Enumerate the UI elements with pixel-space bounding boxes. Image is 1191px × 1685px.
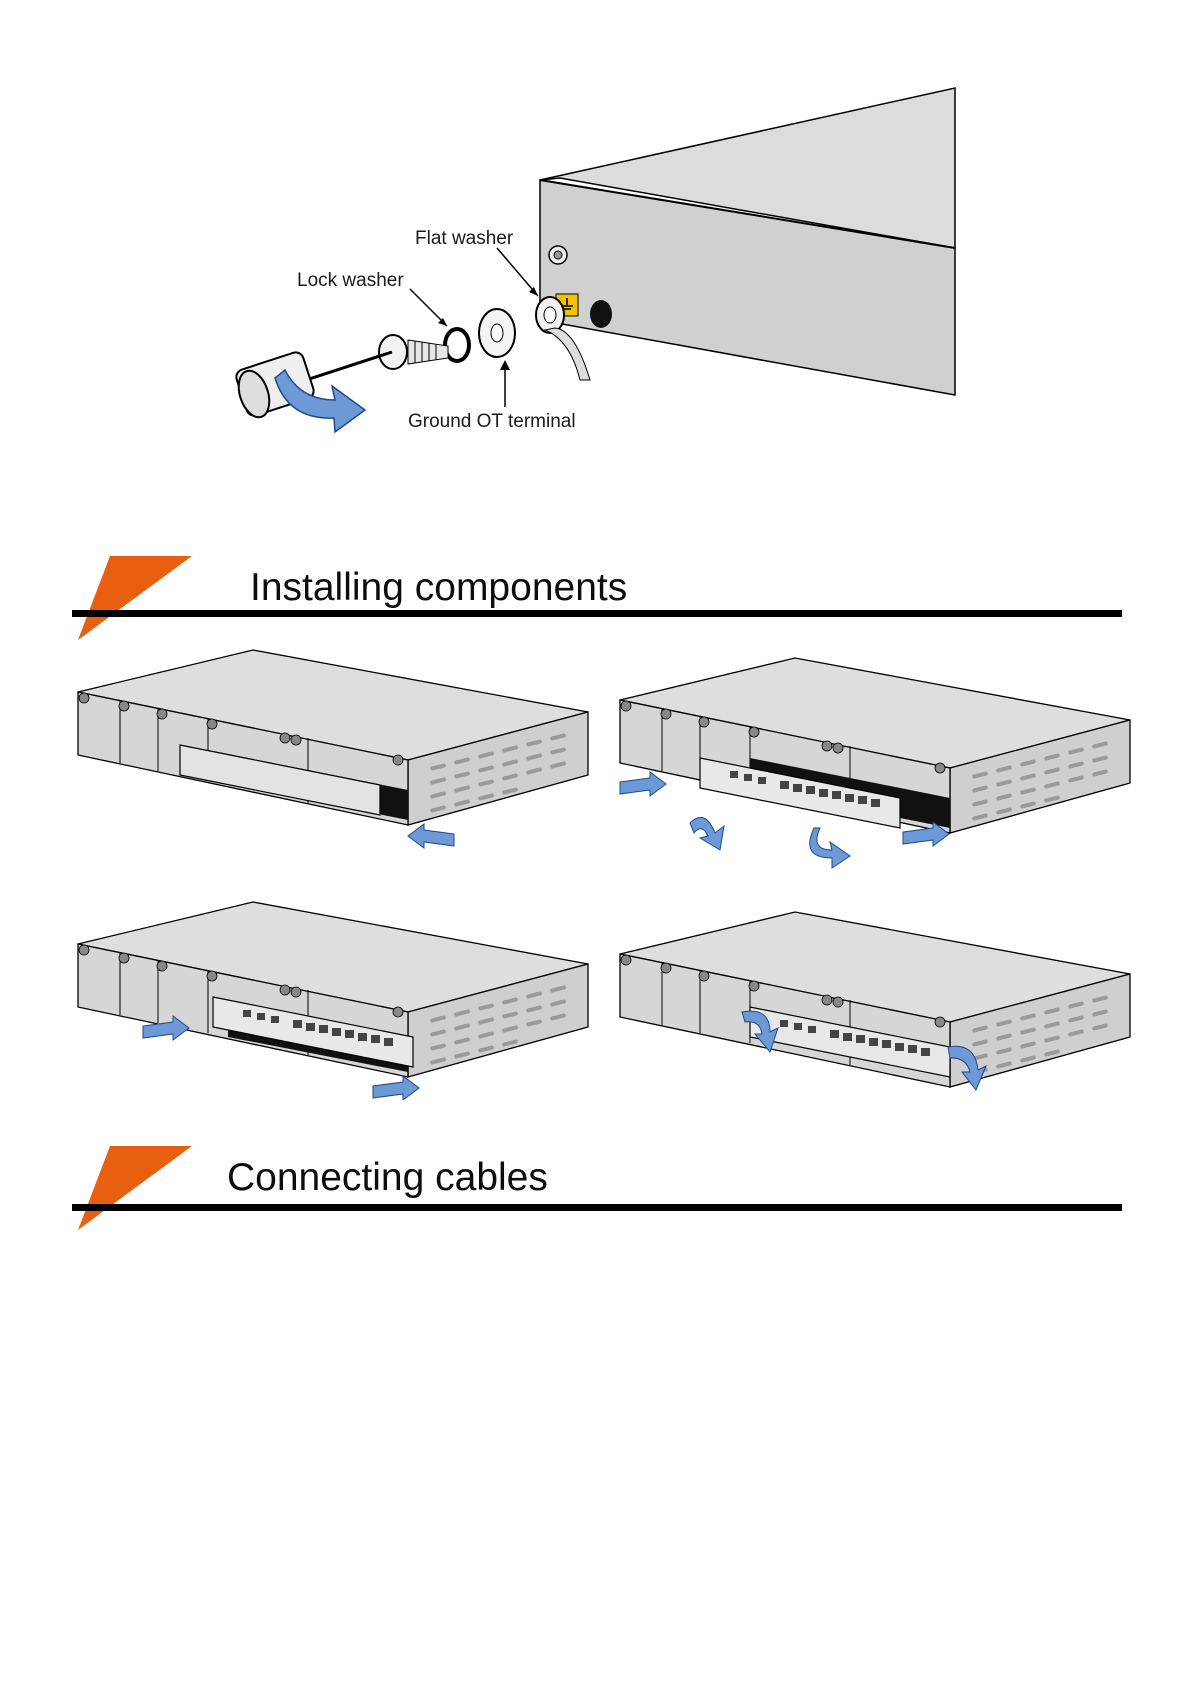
section-rule xyxy=(72,610,1122,617)
section-flag-icon xyxy=(72,1146,197,1231)
rotate-arrow-icon xyxy=(690,817,724,850)
lock-washer-icon xyxy=(445,329,469,361)
grounding-figure: Flat washer Lock washer Ground OT termin… xyxy=(0,0,1191,460)
install-step-1 xyxy=(78,650,588,848)
chassis-side xyxy=(540,88,955,395)
label-lock-washer: Lock washer xyxy=(297,270,404,291)
rotate-arrow-icon xyxy=(275,370,365,432)
push-arrow-icon xyxy=(408,824,454,848)
install-step-4 xyxy=(620,912,1130,1090)
rotate-arrow-icon xyxy=(810,828,850,868)
section-title-installing: Installing components xyxy=(250,568,627,607)
flat-washer-icon xyxy=(479,309,515,357)
push-arrow-icon xyxy=(620,772,666,796)
label-flat-washer: Flat washer xyxy=(415,228,514,249)
install-step-2 xyxy=(620,658,1130,868)
install-step-3 xyxy=(78,902,588,1100)
section-flag-icon xyxy=(72,556,197,641)
chassis-hole xyxy=(590,300,612,328)
label-ground-ot-terminal: Ground OT terminal xyxy=(408,411,576,432)
install-steps-figure xyxy=(0,640,1191,1100)
chassis-screw-icon xyxy=(549,246,567,264)
section-title-connecting: Connecting cables xyxy=(227,1158,548,1197)
push-arrow-icon xyxy=(373,1076,419,1100)
section-rule xyxy=(72,1204,1122,1211)
